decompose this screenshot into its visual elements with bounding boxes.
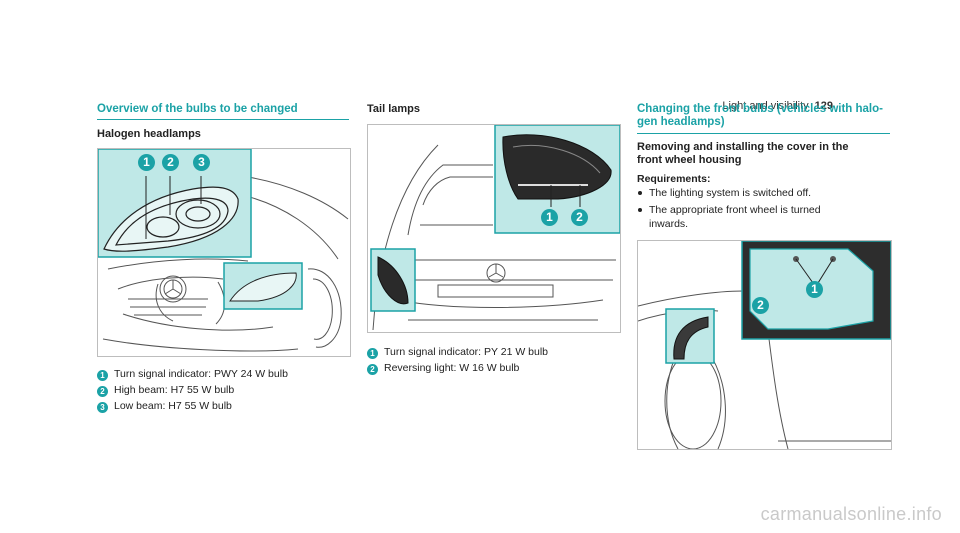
callout-2: 2 [571,209,588,226]
legend-number: 3 [97,402,108,413]
requirements-label: Requirements: [637,173,711,185]
section-label: Light and visibility [722,100,809,112]
right-title-line1: Changing the front bulbs (vehicles with … [637,103,883,115]
page-number: 129 [814,100,833,112]
requirement-item: The lighting system is switched off. [637,186,890,200]
right-subtitle-line1: Removing and installing the cover in the [637,141,849,153]
legend-item: 2 Reversing light: W 16 W bulb [367,360,548,376]
requirement-line1: The appropriate front wheel is turned [649,204,821,216]
requirement-line2: inwards. [649,218,689,230]
footer-watermark: carmanualsonline.info [760,504,942,524]
taillamp-illustration [370,125,620,331]
legend-item: 3 Low beam: H7 55 W bulb [97,398,288,414]
taillamp-figure: 1 2 [367,124,621,333]
left-title-rule [97,119,349,120]
callout-1: 1 [138,154,155,171]
wheel-housing-illustration [638,241,891,449]
right-title-line2: gen headlamps) [637,116,725,128]
requirement-item: The appropriate front wheel is turned in… [637,203,890,231]
right-section-title: Changing the front bulbs (vehicles with … [637,103,883,129]
middle-legend: 1 Turn signal indicator: PY 21 W bulb 2 Re… [367,344,548,376]
legend-text: High beam: H7 55 W bulb [114,384,235,396]
left-subtitle: Halogen headlamps [97,128,201,140]
headlamp-illustration [98,149,349,352]
legend-number: 2 [97,386,108,397]
page-header: Light and visibility 129 [722,100,833,112]
left-section-title: Overview of the bulbs to be changed [97,103,298,115]
requirements-block: Requirements: The lighting system is swi… [637,173,890,231]
legend-item: 1 Turn signal indicator: PY 21 W bulb [367,344,548,360]
legend-number: 1 [97,370,108,381]
callout-1: 1 [541,209,558,226]
right-subtitle-line2: front wheel housing [637,154,742,166]
legend-text: Reversing light: W 16 W bulb [384,362,520,374]
callout-2: 2 [162,154,179,171]
wheel-housing-figure: 1 2 [637,240,892,450]
legend-text: Low beam: H7 55 W bulb [114,400,232,412]
legend-number: 1 [367,348,378,359]
right-subtitle: Removing and installing the cover in the… [637,141,848,167]
legend-item: 1 Turn signal indicator: PWY 24 W bulb [97,366,288,382]
middle-subtitle: Tail lamps [367,103,420,115]
callout-1: 1 [806,281,823,298]
legend-text: Turn signal indicator: PY 21 W bulb [384,346,549,358]
legend-number: 2 [367,364,378,375]
callout-3: 3 [193,154,210,171]
legend-text: Turn signal indicator: PWY 24 W bulb [114,368,288,380]
legend-item: 2 High beam: H7 55 W bulb [97,382,288,398]
callout-2: 2 [752,297,769,314]
headlamp-figure: 1 2 3 [97,148,351,357]
requirement-line1: The lighting system is switched off. [649,187,812,199]
right-title-rule [637,133,890,134]
